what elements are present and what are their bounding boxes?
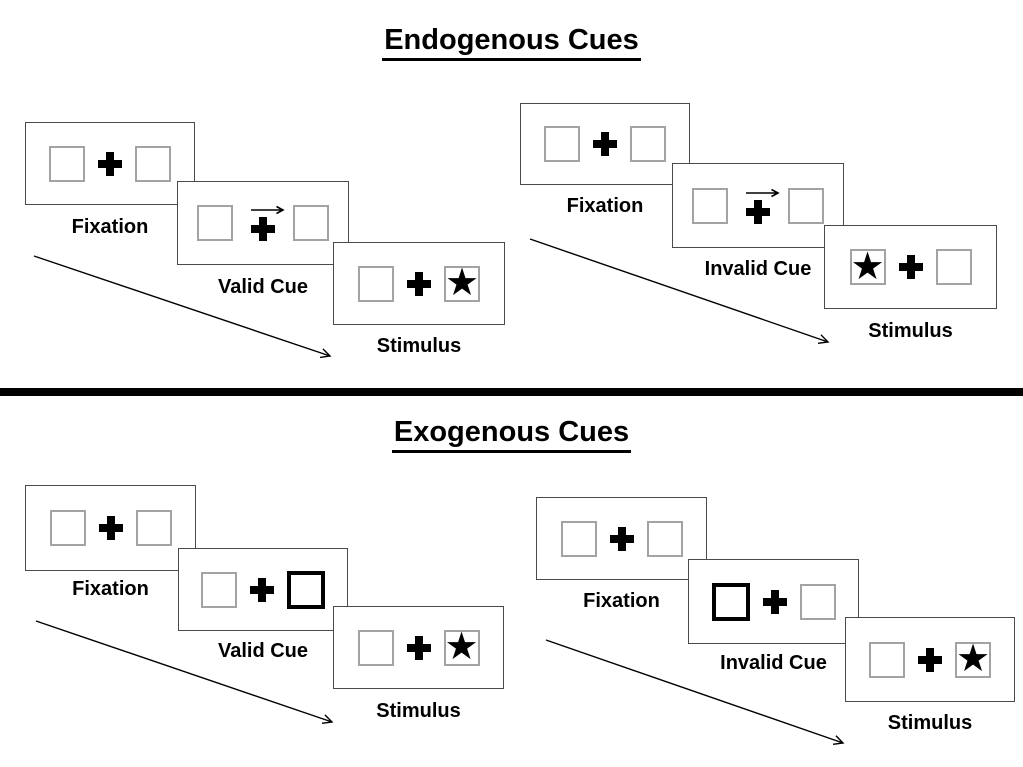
panel-label-valid-cue: Valid Cue [217, 640, 309, 662]
left-placeholder-box [358, 265, 394, 302]
fixation-cross-icon [250, 577, 274, 602]
left-placeholder-box [49, 145, 85, 182]
fixation-cross-icon [98, 516, 123, 540]
stimulus-panel: ★ [845, 617, 1015, 702]
panel-label-fixation: Fixation [566, 195, 644, 217]
right-placeholder-box [935, 249, 972, 285]
fixation-center [593, 132, 617, 156]
left-placeholder-box [692, 187, 728, 224]
fixation-center [250, 577, 274, 602]
fixation-center [762, 589, 787, 614]
section-title-exogenous: Exogenous Cues [0, 416, 1023, 453]
star-target-box: ★ [955, 636, 991, 680]
right-placeholder-box [646, 520, 683, 557]
fixation-center [98, 516, 123, 540]
stimulus-panel: ★ [824, 225, 997, 309]
fixation-panel [25, 122, 195, 205]
right-placeholder-box [135, 145, 171, 182]
left-placeholder-box [49, 510, 86, 546]
valid-cue-panel [177, 181, 349, 265]
stimulus-panel: ★ [333, 242, 505, 325]
left-placeholder-box [197, 205, 233, 241]
panel-label-fixation: Fixation [583, 590, 660, 612]
section-divider [0, 388, 1023, 396]
fixation-cross-icon [609, 526, 634, 551]
timeline-arrow-endogenous-valid [33, 255, 332, 359]
fixation-center [741, 188, 780, 224]
fixation-cross-icon [918, 647, 942, 672]
fixation-center [918, 647, 942, 672]
panel-label-invalid-cue: Invalid Cue [720, 652, 827, 674]
left-placeholder-box [869, 641, 905, 678]
panel-label-stimulus: Stimulus [868, 320, 953, 342]
fixation-center [98, 151, 122, 176]
fixation-cross-icon [762, 589, 787, 614]
fixation-panel [520, 103, 690, 185]
stimulus-panel: ★ [333, 606, 504, 689]
fixation-cross-icon [407, 271, 431, 296]
invalid-cue-panel [688, 559, 859, 644]
star-target-box: ★ [849, 243, 886, 288]
fixation-cross-icon [406, 635, 431, 660]
fixation-cross-icon [746, 199, 770, 224]
star-target-box: ★ [443, 624, 480, 668]
panel-label-fixation: Fixation [71, 216, 149, 238]
right-placeholder-box [135, 510, 172, 546]
highlighted-cue-box [287, 570, 325, 609]
timeline-arrow-exogenous-valid [35, 620, 334, 725]
panel-label-valid-cue: Valid Cue [217, 276, 309, 298]
right-placeholder-box [293, 205, 329, 241]
left-placeholder-box [544, 126, 580, 162]
section-title-endogenous: Endogenous Cues [0, 24, 1023, 61]
fixation-cross-icon [251, 217, 275, 241]
panel-label-stimulus: Stimulus [376, 700, 461, 722]
panel-label-stimulus: Stimulus [887, 712, 973, 734]
section-title-exogenous-text: Exogenous Cues [391, 416, 632, 453]
fixation-cross-icon [593, 132, 617, 156]
right-placeholder-box [630, 126, 666, 162]
timeline-arrow-endogenous-invalid [529, 238, 830, 345]
invalid-cue-panel [672, 163, 844, 248]
fixation-center [407, 271, 431, 296]
right-arrow-cue-icon [746, 188, 780, 197]
fixation-center [406, 635, 431, 660]
right-placeholder-box [799, 583, 836, 620]
fixation-center [609, 526, 634, 551]
left-placeholder-box [357, 629, 394, 666]
fixation-center [246, 205, 285, 241]
left-placeholder-box [201, 571, 237, 608]
fixation-cross-icon [898, 255, 923, 279]
fixation-cross-icon [98, 151, 122, 176]
fixation-panel [25, 485, 196, 571]
highlighted-cue-box [711, 582, 750, 621]
valid-cue-panel [178, 548, 348, 631]
fixation-center [898, 255, 923, 279]
panel-label-fixation: Fixation [72, 578, 149, 600]
panel-label-invalid-cue: Invalid Cue [704, 258, 812, 280]
star-target-box: ★ [444, 260, 480, 304]
section-title-endogenous-text: Endogenous Cues [382, 24, 641, 61]
panel-label-stimulus: Stimulus [376, 335, 462, 357]
right-arrow-cue-icon [251, 205, 285, 215]
left-placeholder-box [560, 520, 597, 557]
fixation-panel [536, 497, 707, 580]
right-placeholder-box [788, 187, 824, 224]
